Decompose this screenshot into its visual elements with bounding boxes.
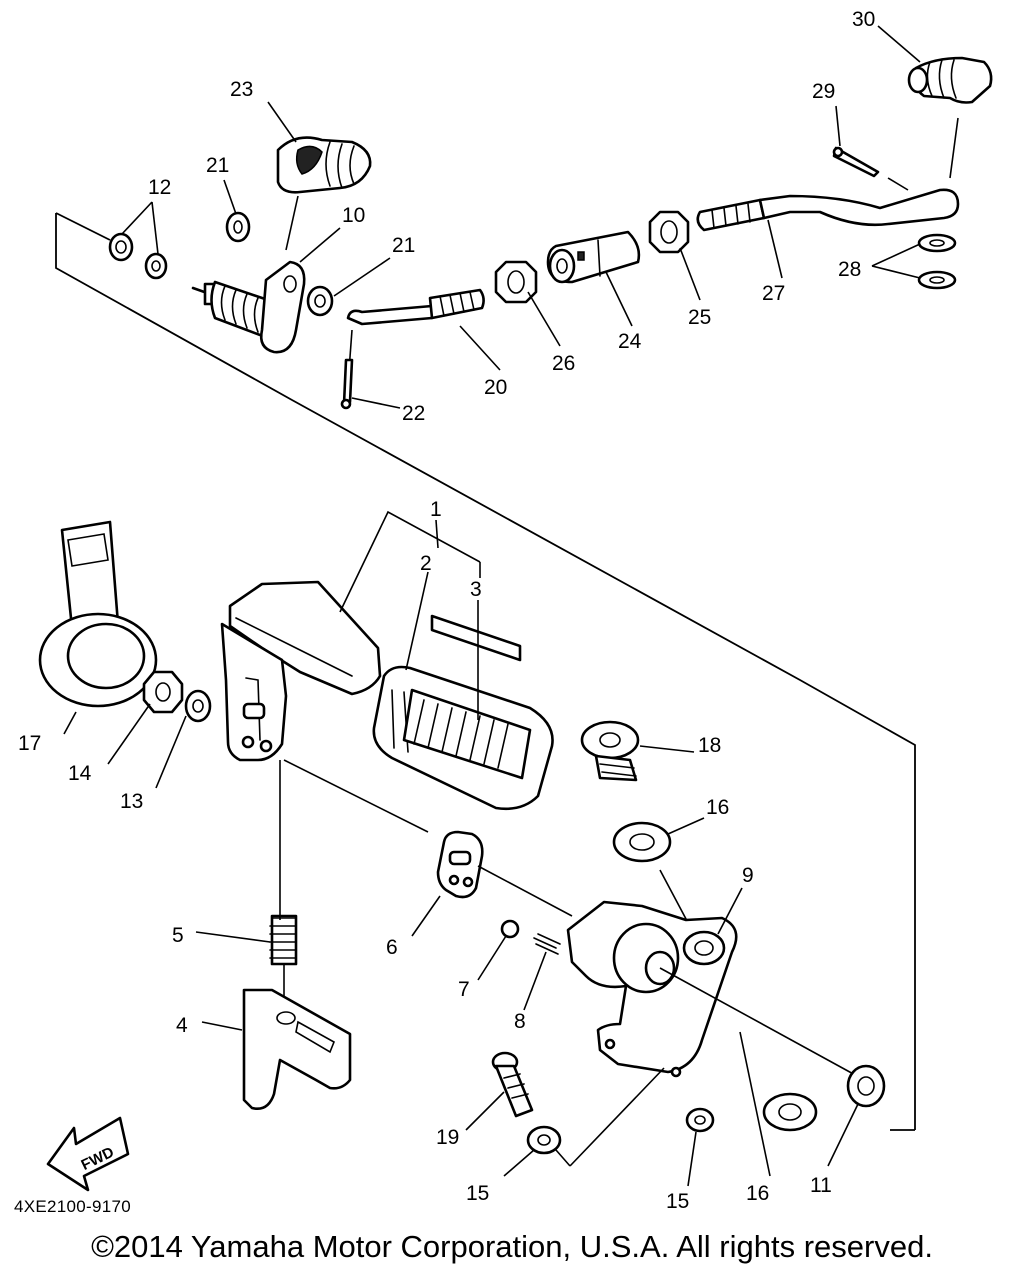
- part-22-cotter-pin: [340, 358, 354, 410]
- part-9-bracket: [566, 900, 869, 1083]
- part-5-spring: [269, 914, 298, 1000]
- part-23-boot: [276, 136, 372, 251]
- part-20-rod: [346, 288, 485, 385]
- label-19: 19: [436, 1126, 459, 1149]
- part-19-bolt: [491, 1051, 534, 1118]
- part-25-nut: [648, 210, 690, 254]
- part-14-nut: [142, 670, 184, 714]
- part-30-boot: [907, 56, 993, 104]
- label-27: 27: [762, 282, 785, 305]
- diagram-code: 4XE2100-9170: [14, 1197, 132, 1216]
- part-10-lever: [191, 260, 306, 354]
- leader-lines: [63, 25, 921, 1187]
- part-11-washer: [846, 1064, 886, 1108]
- label-21b: 21: [392, 234, 415, 257]
- label-24: 24: [618, 330, 642, 353]
- label-11: 11: [810, 1174, 832, 1197]
- label-5: 5: [172, 924, 184, 947]
- part-12-washer: [108, 232, 168, 280]
- label-10: 10: [342, 204, 365, 227]
- frame-lines: [55, 212, 916, 1131]
- label-22: 22: [402, 402, 425, 425]
- label-4: 4: [176, 1014, 188, 1037]
- label-1: 1: [430, 498, 442, 521]
- label-15b: 15: [666, 1190, 689, 1213]
- part-13-washer: [184, 689, 212, 723]
- part-27-rod: [696, 117, 960, 232]
- part-29-pin: [832, 146, 909, 191]
- part-1-handle: [220, 580, 429, 920]
- label-6: 6: [386, 936, 398, 959]
- part-16-washer-lower: [762, 1092, 818, 1132]
- part-28-washer: [917, 233, 957, 290]
- label-17: 17: [18, 732, 41, 755]
- label-16a: 16: [706, 796, 729, 819]
- label-8: 8: [514, 1010, 526, 1033]
- part-24-connector: [546, 230, 641, 284]
- part-15-washer: [526, 1067, 715, 1167]
- label-30: 30: [852, 8, 875, 31]
- label-7: 7: [458, 978, 470, 1001]
- part-4-shift-block: [242, 988, 352, 1110]
- label-3: 3: [470, 578, 482, 601]
- label-25: 25: [688, 306, 711, 329]
- label-16b: 16: [746, 1182, 769, 1205]
- part-6-plate: [436, 830, 573, 917]
- label-28: 28: [838, 258, 861, 281]
- part-3-grip-insert: [402, 614, 532, 780]
- label-20: 20: [484, 376, 507, 399]
- fwd-arrow-icon: FWD: [46, 1116, 130, 1192]
- callout-labels: 30 29 23 21 12 10 21 28 27 25 24 26 20 2…: [18, 8, 875, 1213]
- label-23: 23: [230, 78, 253, 101]
- label-12: 12: [148, 176, 171, 199]
- label-29: 29: [812, 80, 835, 103]
- part-21-washer: [225, 211, 334, 317]
- part-18-screw: [580, 720, 640, 782]
- label-21a: 21: [206, 154, 229, 177]
- label-15a: 15: [466, 1182, 489, 1205]
- part-26-nut: [494, 260, 538, 304]
- label-26: 26: [552, 352, 575, 375]
- copyright-notice: ©2014 Yamaha Motor Corporation, U.S.A. A…: [91, 1229, 933, 1264]
- label-13: 13: [120, 790, 143, 813]
- label-18: 18: [698, 734, 721, 757]
- label-9: 9: [742, 864, 754, 887]
- part-7-ball: [500, 919, 520, 939]
- label-14: 14: [68, 762, 92, 785]
- label-2: 2: [420, 552, 432, 575]
- part-17-bracket: [38, 520, 158, 708]
- part-8-spring: [533, 933, 561, 955]
